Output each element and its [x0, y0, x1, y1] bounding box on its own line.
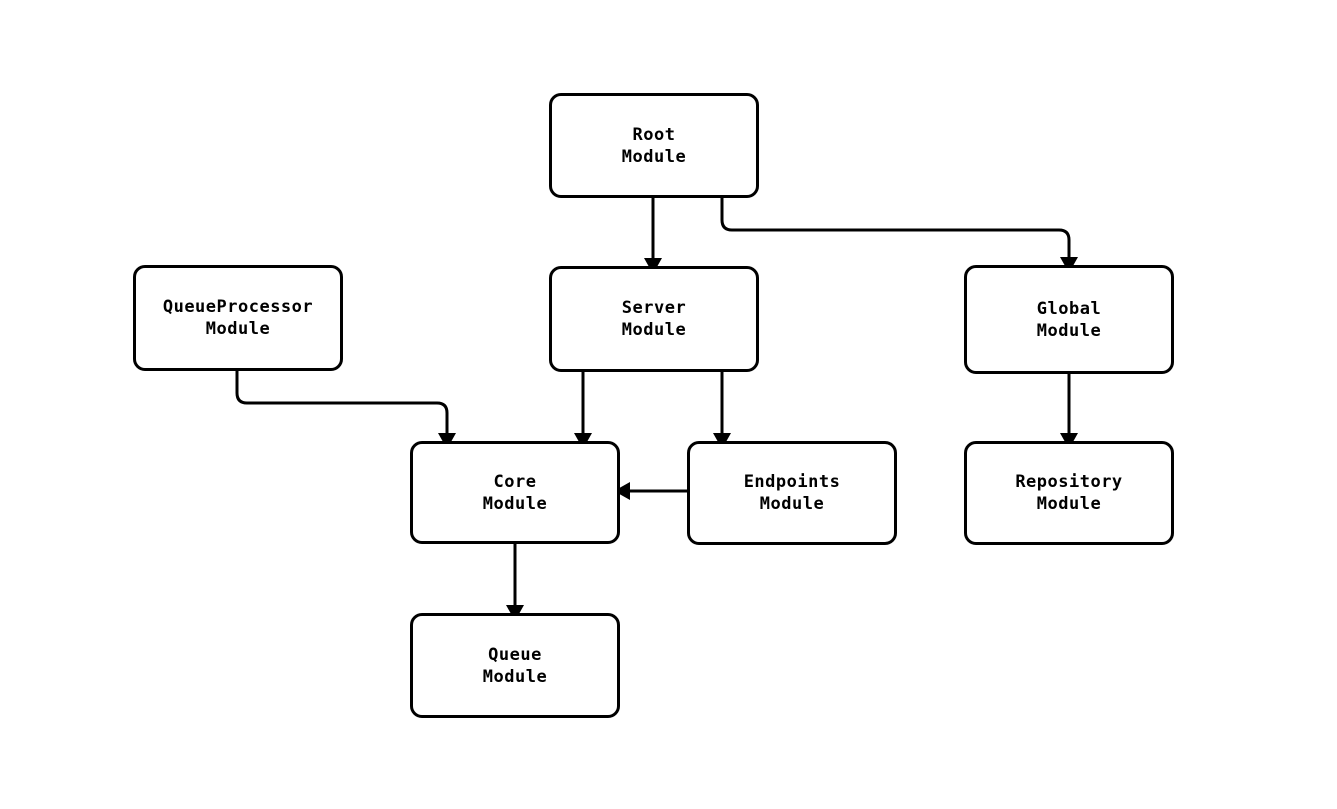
node-label-line1: Server — [621, 298, 687, 318]
node-label-line2: Module — [621, 320, 687, 340]
node-label-line2: Module — [1036, 494, 1102, 514]
node-label-line2: Module — [205, 319, 271, 339]
node-queue-module[interactable]: Queue Module — [410, 613, 620, 718]
node-queueprocessor-module[interactable]: QueueProcessor Module — [133, 265, 343, 371]
node-label-line1: QueueProcessor — [162, 297, 314, 317]
node-label-line1: Global — [1036, 298, 1102, 319]
node-root-module[interactable]: Root Module — [549, 93, 759, 198]
node-server-module[interactable]: Server Module — [549, 266, 759, 372]
node-repository-module[interactable]: Repository Module — [964, 441, 1174, 545]
node-label-line2: Module — [1036, 320, 1102, 341]
node-label-line2: Module — [759, 494, 825, 514]
node-label-line1: Core — [493, 471, 537, 492]
node-label-line1: Root — [632, 124, 676, 145]
arrowhead-endpoints-to-core — [614, 482, 630, 500]
node-endpoints-module[interactable]: Endpoints Module — [687, 441, 897, 545]
edge-queueprocessor-to-core — [235, 371, 449, 433]
node-label-line2: Module — [482, 666, 548, 687]
node-core-module[interactable]: Core Module — [410, 441, 620, 544]
node-global-module[interactable]: Global Module — [964, 265, 1174, 374]
edge-root-to-global — [720, 198, 1071, 257]
node-label-line2: Module — [482, 493, 548, 514]
node-label-line1: Queue — [488, 644, 542, 665]
node-label-line1: Endpoints — [743, 472, 841, 492]
node-label-line2: Module — [621, 146, 687, 167]
node-label-line1: Repository — [1015, 472, 1123, 492]
